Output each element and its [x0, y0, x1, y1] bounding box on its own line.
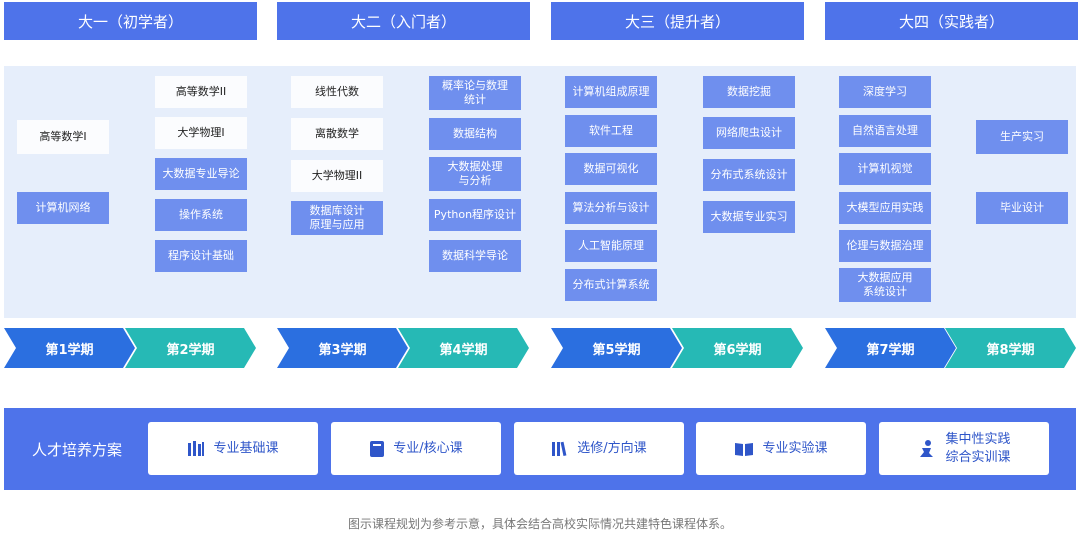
training-plan-bar: 人才培养方案 专业基础课 专业/核心课 选修/方向课 专业实验课 集中性实践 综… [4, 408, 1076, 490]
course-box: 计算机组成原理 [565, 76, 657, 108]
course-box: 数据科学导论 [429, 240, 521, 272]
year-header-2: 大二（入门者） [277, 2, 530, 40]
book-icon [369, 440, 385, 458]
plan-item-basic: 专业基础课 [148, 422, 318, 475]
course-box: 大模型应用实践 [839, 192, 931, 224]
course-box: 数据库设计 原理与应用 [291, 201, 383, 235]
course-box: 算法分析与设计 [565, 192, 657, 224]
course-box: 分布式系统设计 [703, 159, 795, 191]
course-box: 大数据处理 与分析 [429, 157, 521, 191]
course-box: 高等数学I [17, 120, 109, 154]
plan-title: 人才培养方案 [32, 440, 123, 459]
course-box: 大学物理II [291, 160, 383, 192]
course-box: 程序设计基础 [155, 240, 247, 272]
course-box: 大数据专业导论 [155, 158, 247, 190]
footnote: 图示课程规划为参考示意，具体会结合高校实际情况共建特色课程体系。 [347, 517, 732, 531]
course-box: 伦理与数据治理 [839, 230, 931, 262]
course-box: 离散数学 [291, 118, 383, 150]
library-icon [551, 441, 569, 457]
course-box: 分布式计算系统 [565, 269, 657, 301]
course-box: 数据结构 [429, 118, 521, 150]
semester-arrow-5: 第5学期 [551, 328, 682, 368]
semester-arrow-6: 第6学期 [672, 328, 803, 368]
plan-item-label: 专业/核心课 [393, 440, 463, 456]
semester-arrow-1: 第1学期 [4, 328, 135, 368]
plan-item-core: 专业/核心课 [331, 422, 501, 475]
semester-arrow-2: 第2学期 [125, 328, 256, 368]
year-header-3: 大三（提升者） [551, 2, 804, 40]
plan-item-lab: 专业实验课 [696, 422, 866, 475]
course-box: 大数据专业实习 [703, 201, 795, 233]
course-box: 深度学习 [839, 76, 931, 108]
course-box: 网络爬虫设计 [703, 117, 795, 149]
course-box: 概率论与数理 统计 [429, 76, 521, 110]
course-box: 计算机视觉 [839, 153, 931, 185]
course-box: 线性代数 [291, 76, 383, 108]
course-box: 操作系统 [155, 199, 247, 231]
semester-arrow-8: 第8学期 [945, 328, 1076, 368]
course-box: 计算机网络 [17, 192, 109, 224]
plan-item-label: 专业基础课 [213, 440, 279, 456]
course-box: 数据可视化 [565, 153, 657, 185]
open-book-icon [734, 441, 754, 457]
plan-item-label: 选修/方向课 [577, 440, 647, 456]
semester-arrow-7: 第7学期 [825, 328, 956, 368]
course-box: 大学物理I [155, 117, 247, 149]
course-box: 毕业设计 [976, 192, 1068, 224]
course-box: 高等数学II [155, 76, 247, 108]
year-header-4: 大四（实践者） [825, 2, 1078, 40]
course-box: 自然语言处理 [839, 115, 931, 147]
semester-arrow-3: 第3学期 [277, 328, 408, 368]
course-box: 生产实习 [976, 120, 1068, 154]
course-box: 软件工程 [565, 115, 657, 147]
semester-arrow-4: 第4学期 [398, 328, 529, 368]
plan-item-elective: 选修/方向课 [514, 422, 684, 475]
practice-icon [917, 439, 937, 459]
course-box: 数据挖掘 [703, 76, 795, 108]
course-box: 大数据应用 系统设计 [839, 268, 931, 302]
course-box: Python程序设计 [429, 199, 521, 231]
course-box: 人工智能原理 [565, 230, 657, 262]
plan-item-practice: 集中性实践 综合实训课 [879, 422, 1049, 475]
plan-item-label: 集中性实践 综合实训课 [945, 431, 1011, 465]
books-icon [187, 440, 205, 457]
plan-item-label: 专业实验课 [762, 440, 828, 456]
year-header-1: 大一（初学者） [4, 2, 257, 40]
